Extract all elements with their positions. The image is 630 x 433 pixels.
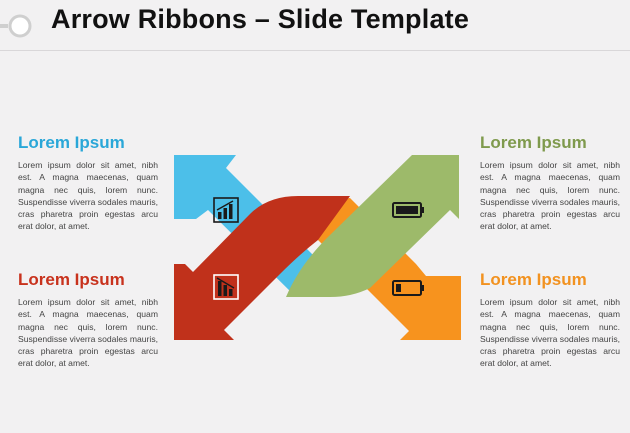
magnifier-icon (0, 14, 32, 38)
block-heading: Lorem Ipsum (480, 270, 587, 289)
block-body: Lorem ipsum dolor sit amet, nibh est. A … (480, 297, 620, 369)
block-heading: Lorem Ipsum (480, 133, 587, 152)
block-body: Lorem ipsum dolor sit amet, nibh est. A … (18, 297, 158, 369)
block-body: Lorem ipsum dolor sit amet, nibh est. A … (480, 160, 620, 232)
block-heading: Lorem Ipsum (18, 270, 125, 289)
battery-low-icon (392, 280, 424, 296)
page-title: Arrow Ribbons – Slide Template (51, 4, 470, 34)
red-arrow (174, 196, 350, 340)
green-arrow (286, 155, 459, 297)
declining-bar-chart-icon (213, 274, 239, 300)
block-body: Lorem ipsum dolor sit amet, nibh est. A … (18, 160, 158, 232)
bar-chart-icon (213, 197, 239, 223)
text-block-bottom-right: Lorem Ipsum Lorem ipsum dolor sit amet, … (480, 270, 620, 370)
text-block-top-left: Lorem Ipsum Lorem ipsum dolor sit amet, … (18, 133, 158, 233)
block-heading: Lorem Ipsum (18, 133, 125, 152)
text-block-top-right: Lorem Ipsum Lorem ipsum dolor sit amet, … (480, 133, 620, 233)
battery-full-icon (392, 202, 424, 218)
slide-header: Arrow Ribbons – Slide Template (0, 0, 630, 52)
title-divider (0, 50, 630, 51)
text-block-bottom-left: Lorem Ipsum Lorem ipsum dolor sit amet, … (18, 270, 158, 370)
